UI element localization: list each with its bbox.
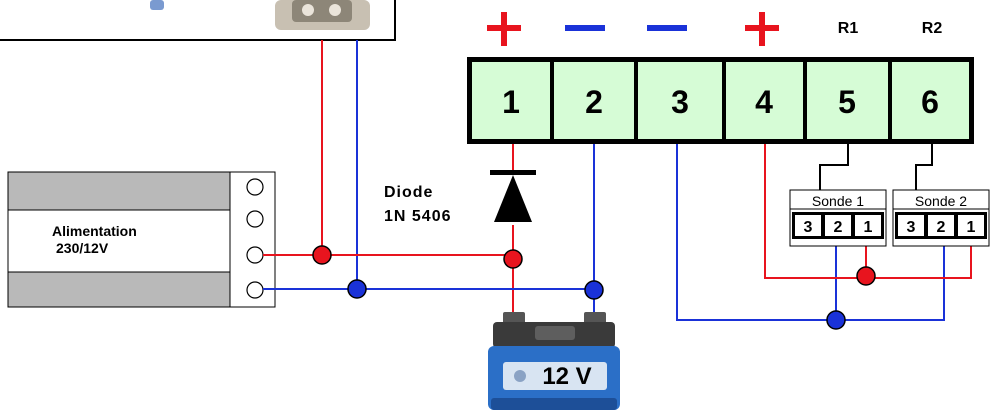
terminal-1 — [472, 62, 550, 139]
power-supply-voltage: 230/12V — [56, 240, 109, 256]
relay-label-r2: R2 — [922, 20, 943, 37]
sensor-2-label: Sonde 2 — [915, 193, 967, 209]
minus-sign-icon — [647, 25, 687, 31]
terminal-4 — [726, 62, 803, 139]
terminal-label: 2 — [585, 84, 603, 120]
terminal-block: 1 2 3 4 5 6 — [467, 57, 974, 144]
junction-dot — [503, 249, 523, 269]
polarity-markers — [487, 12, 779, 46]
junction-dot — [826, 310, 846, 330]
terminal-6 — [892, 62, 969, 139]
battery-label: 12 V — [542, 363, 591, 390]
device-box — [0, 0, 396, 41]
sensor-pin: 3 — [907, 219, 916, 236]
terminal-screw-icon — [246, 178, 264, 196]
small-blue-icon — [150, 0, 164, 10]
sensor-pin: 1 — [967, 219, 976, 236]
sensor-1: Sonde 1 3 2 1 — [789, 189, 887, 247]
diode-part-number: 1N 5406 — [384, 208, 452, 225]
terminal-label: 3 — [671, 84, 689, 120]
terminal-label: 4 — [755, 84, 773, 120]
junction-dot — [312, 245, 332, 265]
sensor-2: Sonde 2 3 2 1 — [892, 189, 990, 247]
diode-label: Diode — [384, 184, 433, 201]
junction-dot — [584, 280, 604, 300]
sensor-pin: 2 — [937, 219, 946, 236]
relay-label-r1: R1 — [838, 20, 859, 37]
terminal-2 — [554, 62, 634, 139]
power-supply-label: Alimentation — [52, 223, 137, 239]
minus-sign-icon — [565, 25, 605, 31]
terminal-3 — [638, 62, 722, 139]
sensor-pin: 2 — [834, 219, 843, 236]
terminal-screw-icon — [246, 281, 264, 299]
junction-dot — [856, 266, 876, 286]
terminal-label: 6 — [921, 84, 939, 120]
terminal-label: 5 — [838, 84, 856, 120]
junction-dot — [347, 279, 367, 299]
connector-photo-icon — [275, 0, 370, 30]
sensor-pin: 3 — [804, 219, 813, 236]
power-supply: Alimentation 230/12V — [7, 171, 276, 308]
terminal-5 — [807, 62, 888, 139]
plus-sign-icon — [745, 12, 779, 46]
battery-icon — [488, 312, 620, 410]
diode-symbol-icon — [490, 170, 536, 222]
sensor-1-label: Sonde 1 — [812, 193, 864, 209]
junction-dots — [312, 245, 876, 330]
plus-sign-icon — [487, 12, 521, 46]
device-wires — [321, 40, 358, 289]
terminal-label: 1 — [502, 84, 520, 120]
terminal-screw-icon — [246, 246, 264, 264]
sensor-pin: 1 — [864, 219, 873, 236]
terminal-screw-icon — [246, 210, 264, 228]
